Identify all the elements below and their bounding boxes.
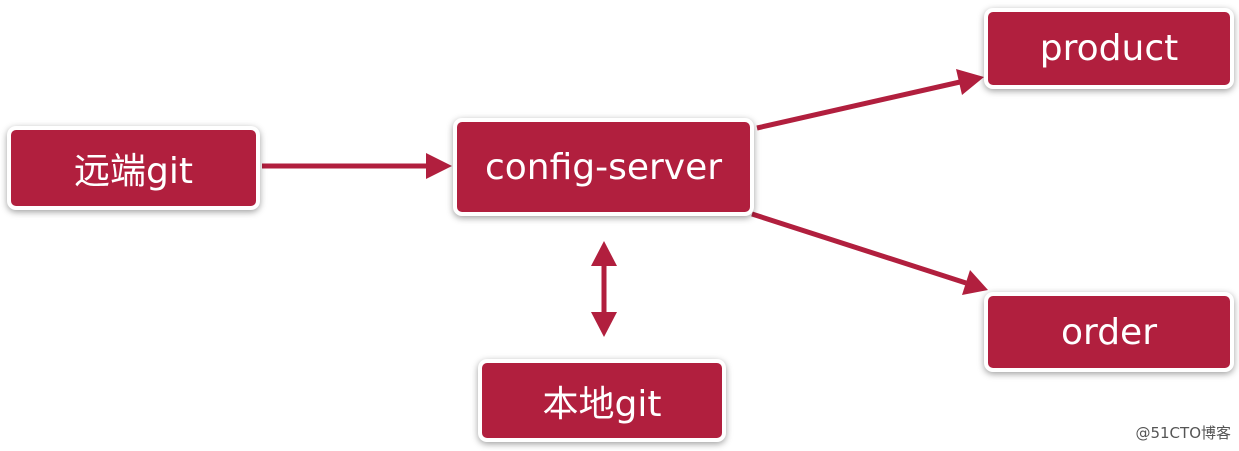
edge-config-to-order (751, 211, 967, 286)
node-remote-git: 远端git (7, 126, 260, 210)
node-config-server: config-server (453, 118, 754, 216)
arrowhead-up-to-config (591, 241, 617, 266)
watermark: @51CTO博客 (1135, 424, 1231, 442)
node-local-git-label: 本地git (542, 383, 662, 425)
node-product-label: product (1039, 28, 1179, 69)
arrowhead-config-to-order (962, 270, 988, 295)
arrowhead-down-to-local (591, 312, 617, 337)
node-order-label: order (1061, 311, 1157, 353)
node-config-server-label: config-server (484, 146, 723, 188)
node-remote-git-label: 远端git (74, 151, 193, 192)
edge-config-to-product (756, 79, 961, 131)
node-product: product (984, 8, 1234, 89)
arrowhead-remote-to-config (426, 153, 452, 179)
arrowhead-config-to-product (956, 69, 984, 95)
node-order: order (984, 292, 1234, 372)
node-local-git: 本地git (478, 359, 726, 442)
